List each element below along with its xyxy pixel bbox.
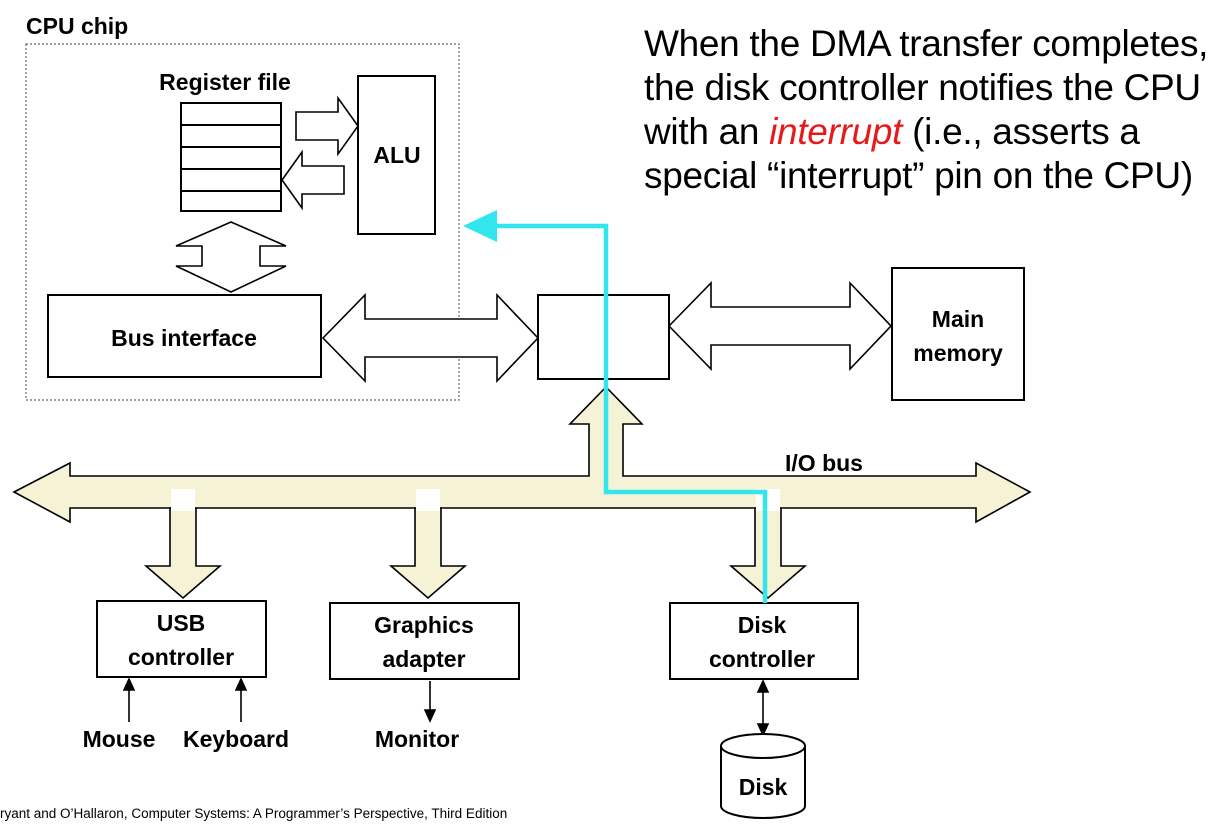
disk-link-arrow-head-up <box>756 679 770 693</box>
caption-line-3-prefix: with an <box>644 111 770 152</box>
alu-label: ALU <box>373 142 420 168</box>
caption-line-1: When the DMA transfer completes, <box>644 23 1209 64</box>
keyboard-label: Keyboard <box>183 726 289 752</box>
regfile-bus-arrow <box>175 221 287 293</box>
cpu-chip-label: CPU chip <box>26 13 128 39</box>
usb-controller-box <box>96 600 267 678</box>
caption: When the DMA transfer completes, the dis… <box>644 22 1214 198</box>
caption-line-3: with an interrupt (i.e., asserts a <box>644 110 1214 154</box>
main-memory-box <box>891 267 1025 401</box>
usb-controller-label-line1: USB <box>157 610 206 636</box>
system-bus-arrow <box>321 293 540 383</box>
interrupt-path <box>490 223 768 603</box>
disk-bus-tap <box>756 489 780 511</box>
disk-link-arrow-head-down <box>756 723 770 737</box>
disk-controller-label-line2: controller <box>709 646 815 672</box>
cpu-chip-boundary <box>25 43 460 401</box>
mouse-label: Mouse <box>83 726 156 752</box>
caption-emphasis-interrupt: interrupt <box>769 111 903 152</box>
main-memory-label-line2: memory <box>913 340 1003 366</box>
main-memory-label-line1: Main <box>932 306 984 332</box>
usb-controller-label-line2: controller <box>128 644 234 670</box>
regfile-to-alu-arrow <box>295 95 359 157</box>
graphics-adapter-label-line2: adapter <box>382 646 465 672</box>
citation-footer: ryant and O’Hallaron, Computer Systems: … <box>0 806 508 821</box>
memory-bus-arrow <box>667 281 893 371</box>
monitor-arrow-head <box>423 709 437 723</box>
usb-bus-tap <box>171 489 195 511</box>
graphics-bus-arrow <box>388 507 468 600</box>
io-bridge-box <box>537 294 670 380</box>
bus-interface-label: Bus interface <box>111 325 257 351</box>
caption-line-3-suffix: (i.e., asserts a <box>902 111 1140 152</box>
io-bus-arrow <box>12 385 1032 524</box>
usb-bus-arrow <box>143 507 223 600</box>
caption-line-4: special “interrupt” pin on the CPU) <box>644 155 1193 196</box>
keyboard-arrow-head <box>234 677 248 691</box>
alu-to-regfile-arrow <box>281 149 345 211</box>
graphics-adapter-box <box>329 602 520 680</box>
io-bus-label: I/O bus <box>785 450 863 476</box>
disk-label: Disk <box>739 774 788 800</box>
register-file-label: Register file <box>159 69 291 95</box>
disk-cylinder <box>720 733 806 819</box>
disk-controller-label-line1: Disk <box>738 612 787 638</box>
disk-bus-arrow <box>728 507 808 600</box>
mouse-arrow-head <box>122 677 136 691</box>
alu-box <box>357 75 436 235</box>
register-file <box>180 102 282 212</box>
interrupt-arrowhead <box>463 210 497 242</box>
caption-line-2: the disk controller notifies the CPU <box>644 67 1201 108</box>
graphics-adapter-label-line1: Graphics <box>374 612 474 638</box>
graphics-bus-tap <box>416 489 440 511</box>
monitor-label: Monitor <box>375 726 459 752</box>
bus-interface-box <box>47 294 322 378</box>
